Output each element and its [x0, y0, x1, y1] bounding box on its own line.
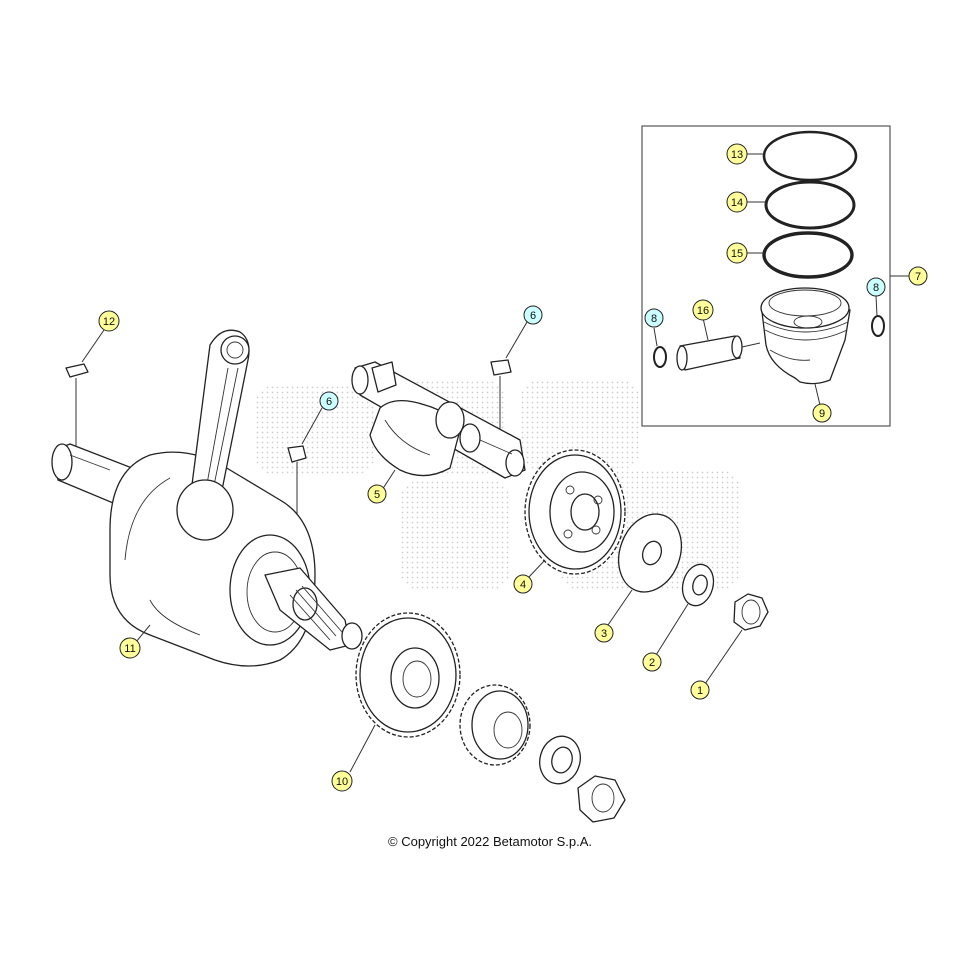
callout-7[interactable]: 7 [908, 266, 928, 286]
callout-12[interactable]: 12 [98, 310, 120, 332]
wrist-pin [676, 317, 761, 371]
svg-text:9: 9 [819, 408, 825, 420]
crankshaft [51, 329, 363, 667]
svg-text:3: 3 [601, 628, 607, 640]
piston-ring-14 [746, 180, 856, 230]
piston-kit-box [641, 125, 910, 427]
callout-3[interactable]: 3 [594, 623, 614, 643]
svg-text:6: 6 [530, 310, 536, 322]
lock-washer [655, 563, 715, 656]
piston-ring-15 [746, 231, 854, 279]
svg-text:2: 2 [649, 657, 655, 669]
primary-washer [539, 735, 581, 785]
callout-10[interactable]: 10 [331, 770, 353, 792]
svg-text:11: 11 [124, 643, 135, 655]
balancer-shaft [351, 361, 526, 491]
nut-primary [577, 775, 626, 823]
callout-16[interactable]: 16 [692, 299, 714, 321]
circlip-right [871, 295, 885, 337]
callout-8-left[interactable]: 8 [644, 308, 664, 328]
svg-text:8: 8 [651, 313, 657, 325]
callout-5[interactable]: 5 [367, 484, 387, 504]
callout-6-balancer[interactable]: 6 [523, 305, 543, 325]
woodruff-key-6-crank [287, 407, 323, 520]
svg-text:10: 10 [336, 776, 348, 788]
circlip-left [653, 327, 667, 368]
callouts: 1 2 3 4 5 6 6 7 8 8 9 10 11 12 13 14 15 … [98, 143, 928, 792]
callout-2[interactable]: 2 [642, 652, 662, 672]
callout-11[interactable]: 11 [119, 637, 141, 659]
callout-8-right[interactable]: 8 [866, 277, 886, 297]
secondary-gear [459, 684, 531, 766]
svg-text:8: 8 [873, 282, 879, 294]
svg-text:13: 13 [731, 149, 743, 161]
callout-1[interactable]: 1 [690, 680, 710, 700]
callout-6-crank[interactable]: 6 [319, 391, 339, 411]
thrust-washer [607, 513, 682, 626]
piston [760, 287, 851, 406]
piston-ring-13 [746, 130, 858, 182]
svg-text:7: 7 [915, 271, 921, 283]
svg-text:5: 5 [374, 489, 380, 501]
svg-text:16: 16 [697, 305, 709, 317]
copyright-notice: © Copyright 2022 Betamotor S.p.A. [388, 834, 592, 849]
svg-text:15: 15 [731, 248, 743, 260]
primary-gear [349, 612, 461, 773]
woodruff-key-12 [65, 329, 105, 450]
callout-4[interactable]: 4 [513, 574, 533, 594]
svg-text:4: 4 [520, 579, 526, 591]
svg-text:6: 6 [326, 396, 332, 408]
svg-text:14: 14 [731, 197, 743, 209]
callout-13[interactable]: 13 [726, 143, 748, 165]
nut-balancer [704, 593, 769, 685]
svg-text:12: 12 [103, 316, 115, 328]
balancer-gear [524, 449, 626, 579]
callout-14[interactable]: 14 [726, 191, 748, 213]
svg-text:1: 1 [697, 685, 703, 697]
callout-9[interactable]: 9 [812, 403, 832, 423]
callout-15[interactable]: 15 [726, 242, 748, 264]
